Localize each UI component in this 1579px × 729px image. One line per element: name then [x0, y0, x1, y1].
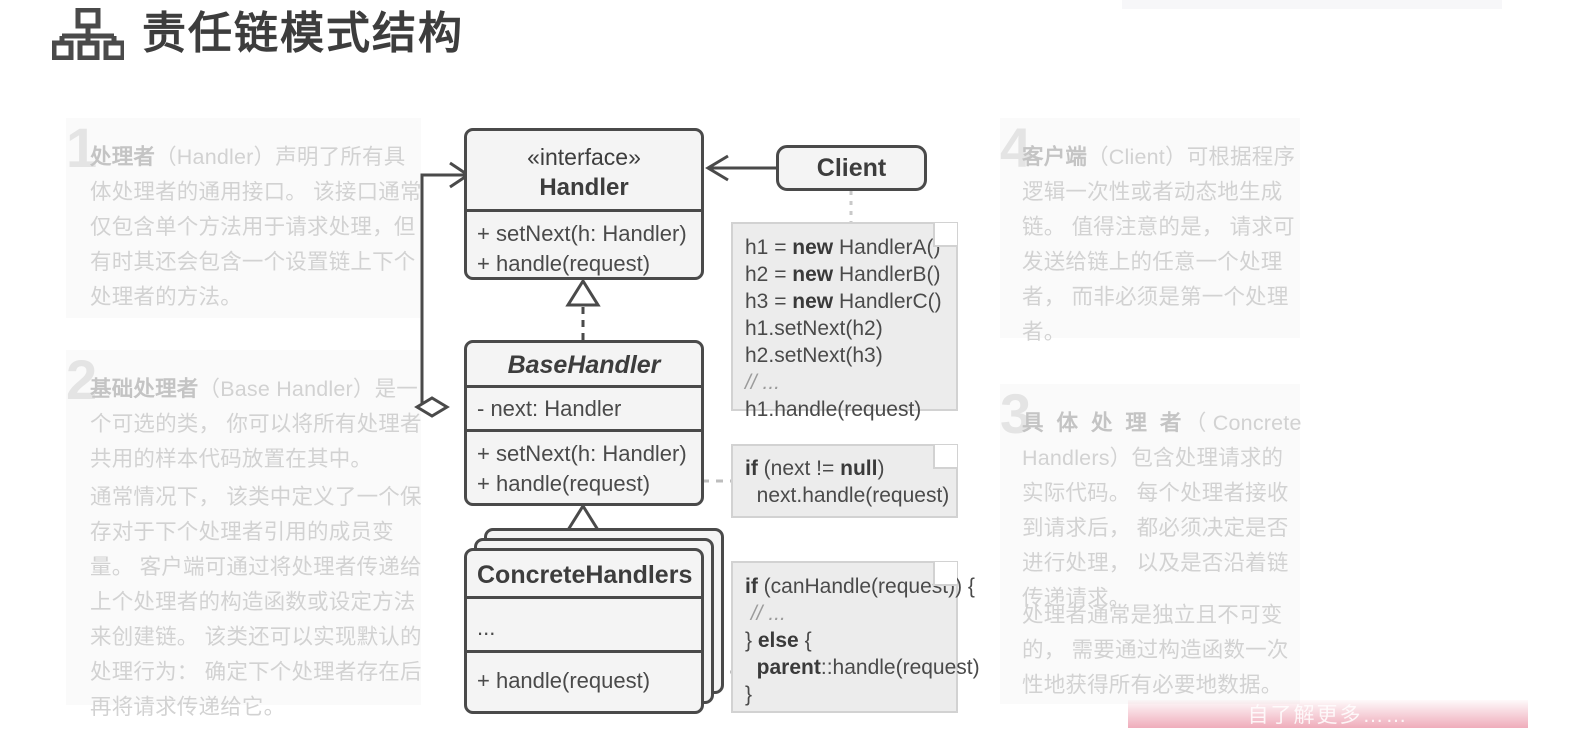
base-handler-method-0: + setNext(h: Handler) [477, 441, 687, 466]
handler-header: «interface» Handler [467, 131, 701, 209]
panel-paren-1: （Handler） [155, 145, 276, 169]
panel-body-1: 声明了所有具体处理者的通用接口。 该接口通常仅包含单个方法用于请求处理，但有时其… [90, 145, 422, 309]
handler-class-name: Handler [539, 174, 629, 201]
concrete-handlers-divider-1 [467, 596, 701, 599]
concrete-handler-code-body: if (canHandle(request)) { // ... } else … [745, 575, 980, 706]
watermark-text: 自了解更多…… [1247, 704, 1409, 727]
panel-body-4: 可根据程序逻辑一次性或者动态地生成链。 值得注意的是， 请求可发送给链上的任意一… [1022, 145, 1296, 344]
panel-client: 4 客户端（Client）可根据程序逻辑一次性或者动态地生成链。 值得注意的是，… [1000, 116, 1300, 344]
note-concrete-handler-code: if (canHandle(request)) { // ... } else … [731, 561, 980, 713]
panel-number-4: 4 [1000, 116, 1032, 179]
client-code-body: h1 = new HandlerA() h2 = new HandlerB() … [745, 236, 942, 421]
base-handler-class-name: BaseHandler [507, 351, 661, 379]
base-handler-method-1: + handle(request) [477, 471, 651, 496]
panel-text-2: 基础处理者（Base Handler）是一个可选的类， 你可以将所有处理者共用的… [90, 372, 422, 477]
panel-number-3: 3 [1000, 382, 1032, 445]
panel-paren-2: （Base Handler） [198, 377, 375, 401]
panel-number-1: 1 [66, 116, 98, 179]
note-fold-corner [933, 562, 957, 586]
class-box-concrete-handlers[interactable]: ConcreteHandlers ... + handle(request) [464, 548, 704, 714]
panel-text-1: 处理者（Handler）声明了所有具体处理者的通用接口。 该接口通常仅包含单个方… [90, 140, 422, 315]
note-fold-corner [933, 445, 957, 469]
note-fold-corner [933, 223, 957, 247]
handler-methods: + setNext(h: Handler) + handle(request) [467, 212, 701, 285]
base-handler-divider-2 [467, 429, 701, 432]
concrete-handlers-header: ConcreteHandlers [467, 551, 701, 596]
panel-text-2b: 通常情况下， 该类中定义了一个保存对于下个处理者引用的成员变量。 客户端可通过将… [90, 485, 422, 719]
concrete-handlers-method-0: + handle(request) [477, 668, 651, 693]
panel-lead-1: 处理者 [90, 145, 156, 169]
note-client-code: h1 = new HandlerA() h2 = new HandlerB() … [731, 222, 958, 421]
class-box-handler[interactable]: «interface» Handler + setNext(h: Handler… [464, 128, 704, 280]
panel-lead-3: 具 体 处 理 者 [1022, 411, 1185, 435]
page-title-row: 责任链模式结构 [52, 8, 464, 60]
panel-paren-4: （Client） [1087, 145, 1187, 169]
base-handler-attr-0: - next: Handler [477, 396, 622, 421]
handler-divider [467, 209, 701, 212]
handler-stereotype: «interface» [527, 144, 641, 170]
client-class-name: Client [816, 153, 887, 182]
base-handler-divider-1 [467, 385, 701, 388]
page-title: 责任链模式结构 [142, 9, 464, 58]
panel-body-3: 包含处理请求的实际代码。 每个处理者接收到请求后， 都必须决定是否进行处理， 以… [1022, 446, 1289, 610]
class-box-base-handler[interactable]: BaseHandler - next: Handler + setNext(h:… [464, 340, 704, 506]
class-box-client[interactable]: Client [776, 145, 927, 191]
panel-lead-2: 基础处理者 [90, 377, 199, 401]
panel-text-3b: 处理者通常是独立且不可变的， 需要通过构造函数一次性地获得所有必要地数据。 [1022, 603, 1289, 697]
panel-handler: 1 处理者（Handler）声明了所有具体处理者的通用接口。 该接口通常仅包含单… [66, 118, 421, 318]
concrete-handlers-attr-0: ... [477, 615, 496, 640]
panel-base-handler: 2 基础处理者（Base Handler）是一个可选的类， 你可以将所有处理者共… [66, 348, 422, 719]
base-handler-attributes: - next: Handler [467, 388, 701, 429]
panel-text-4: 客户端（Client）可根据程序逻辑一次性或者动态地生成链。 值得注意的是， 请… [1022, 140, 1302, 350]
watermark-banner: 自了解更多…… [1128, 700, 1528, 728]
panel-number-2: 2 [66, 348, 98, 411]
concrete-handlers-attributes: ... [467, 599, 701, 650]
panel-lead-4: 客户端 [1022, 145, 1088, 169]
handler-method-0: + setNext(h: Handler) [477, 221, 687, 246]
panel-paren-3: （ Concrete Handlers） [1022, 411, 1302, 470]
concrete-handlers-divider-2 [467, 650, 701, 653]
base-handler-code-body: if (next != null) next.handle(request) [745, 457, 950, 507]
concrete-handlers-methods: + handle(request) [467, 653, 701, 702]
concrete-handlers-class-name: ConcreteHandlers [477, 561, 693, 589]
handler-method-1: + handle(request) [477, 251, 651, 276]
base-handler-header: BaseHandler [467, 343, 701, 385]
panel-text-3: 具 体 处 理 者（ Concrete Handlers）包含处理请求的实际代码… [1022, 406, 1302, 616]
hierarchy-icon [52, 8, 124, 60]
panel-body-2: 是一个可选的类， 你可以将所有处理者共用的样本代码放置在其中。 [90, 377, 422, 471]
panel-concrete-handlers: 3 具 体 处 理 者（ Concrete Handlers）包含处理请求的实际… [1000, 382, 1302, 704]
note-base-handler-code: if (next != null) next.handle(request) [731, 444, 958, 518]
top-decorative-bar [1122, 0, 1502, 9]
base-handler-methods: + setNext(h: Handler) + handle(request) [467, 432, 701, 505]
